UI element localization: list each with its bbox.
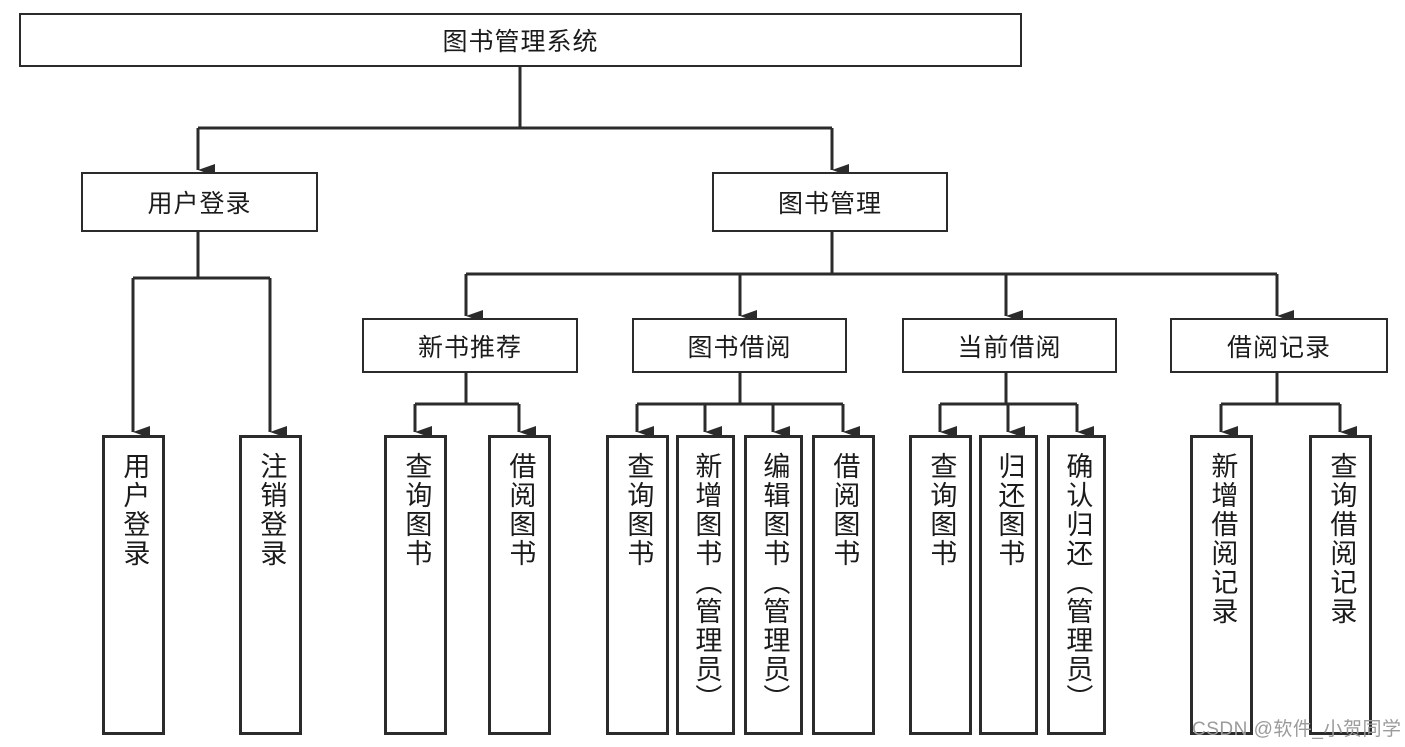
leaf-label: 新增借阅记录 xyxy=(1207,452,1238,626)
leaf-label: 新增图书（管理员） xyxy=(691,452,722,713)
node-label: 图书借阅 xyxy=(687,333,792,362)
node-label: 借阅记录 xyxy=(1226,333,1331,362)
csdn-watermark: CSDN @软件_小贺同学 xyxy=(1192,719,1402,740)
leaf-label: 确认归还（管理员） xyxy=(1062,452,1093,713)
node-root-system[interactable]: 图书管理系统 xyxy=(19,13,1022,67)
leaf-label: 借阅图书 xyxy=(505,452,536,568)
leaf-edit-book-admin[interactable]: 编辑图书（管理员） xyxy=(744,435,803,735)
leaf-confirm-return-admin[interactable]: 确认归还（管理员） xyxy=(1047,435,1106,735)
leaf-add-borrow-record[interactable]: 新增借阅记录 xyxy=(1190,435,1253,735)
node-label: 用户登录 xyxy=(147,190,252,218)
leaf-label: 查询图书 xyxy=(623,452,654,568)
leaf-add-book-admin[interactable]: 新增图书（管理员） xyxy=(676,435,735,735)
leaf-query-book-current[interactable]: 查询图书 xyxy=(909,435,972,735)
leaf-query-book-recommend[interactable]: 查询图书 xyxy=(384,435,447,735)
node-current-borrow[interactable]: 当前借阅 xyxy=(902,318,1117,373)
leaf-borrow-book[interactable]: 借阅图书 xyxy=(812,435,875,735)
leaf-label: 查询图书 xyxy=(401,452,432,568)
node-label: 图书管理 xyxy=(777,190,882,218)
leaf-borrow-book-recommend[interactable]: 借阅图书 xyxy=(488,435,551,735)
node-borrow-records[interactable]: 借阅记录 xyxy=(1170,318,1388,373)
leaf-query-book-borrow[interactable]: 查询图书 xyxy=(606,435,669,735)
node-label: 新书推荐 xyxy=(417,333,522,362)
leaf-label: 注销登录 xyxy=(256,452,287,568)
leaf-label: 用户登录 xyxy=(119,452,150,568)
leaf-label: 查询借阅记录 xyxy=(1326,452,1357,626)
node-book-management[interactable]: 图书管理 xyxy=(712,172,948,232)
leaf-return-book[interactable]: 归还图书 xyxy=(979,435,1038,735)
leaf-label: 编辑图书（管理员） xyxy=(759,452,790,713)
leaf-user-login[interactable]: 用户登录 xyxy=(102,435,165,735)
node-book-borrow[interactable]: 图书借阅 xyxy=(632,318,847,373)
leaf-logout[interactable]: 注销登录 xyxy=(239,435,302,735)
leaf-label: 借阅图书 xyxy=(829,452,860,568)
node-user-login[interactable]: 用户登录 xyxy=(81,172,318,232)
leaf-query-borrow-record[interactable]: 查询借阅记录 xyxy=(1309,435,1372,735)
node-new-book-recommend[interactable]: 新书推荐 xyxy=(362,318,578,373)
leaf-label: 归还图书 xyxy=(994,452,1025,568)
node-label: 图书管理系统 xyxy=(442,28,599,56)
node-label: 当前借阅 xyxy=(957,333,1062,362)
leaf-label: 查询图书 xyxy=(926,452,957,568)
